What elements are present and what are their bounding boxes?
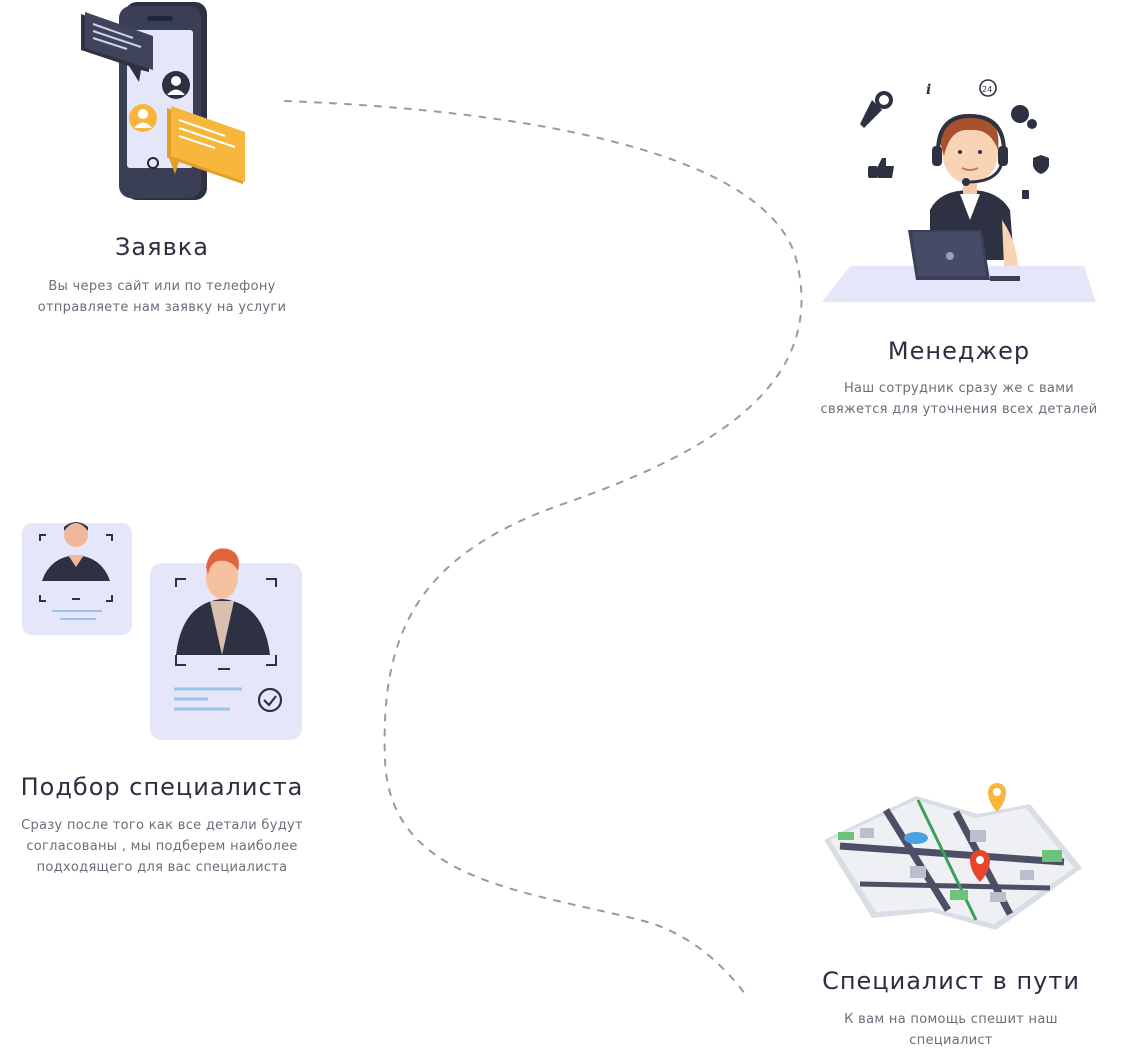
step-description-line: Наш сотрудник сразу же с вами [843,381,1075,396]
step-description-line: подходящего для вас специалиста [36,860,288,875]
candidate-profiles-icon [22,522,302,740]
phone-chat-icon [81,2,245,200]
step-title: Заявка [115,233,209,261]
step-title: Менеджер [887,337,1031,365]
support-agent-icon: i 24 [822,79,1096,302]
svg-text:i: i [926,82,931,98]
city-map-icon [824,783,1082,930]
step-description-line: отправляете нам заявку на услуги [37,300,287,315]
step-on-the-way: Специалист в пути К вам на помощь спешит… [790,780,1121,1051]
step-description-line: Сразу после того как все детали будут [21,818,303,833]
step-description: К вам на помощь спешит наш специалист [790,1009,1112,1051]
step-description-line: согласованы , мы подберем наиболее [26,839,298,854]
step-description-line: Вы через сайт или по телефону [48,279,276,294]
step-request: Заявка Вы через сайт или по телефону отп… [0,0,330,330]
step-description-line: свяжется для уточнения всех деталей [820,402,1098,417]
step-title: Специалист в пути [822,967,1080,995]
step-description: Вы через сайт или по телефону отправляет… [0,276,324,318]
24-hours-icon: 24 [982,85,992,94]
step-manager: i 24 Менеджер Наш сотрудник сразу же с в… [800,70,1121,430]
step-description-line: специалист [909,1033,993,1048]
step-title: Подбор специалиста [20,773,304,801]
step-description: Сразу после того как все детали будут со… [0,815,324,878]
step-description: Наш сотрудник сразу же с вами свяжется д… [800,378,1118,420]
step-description-line: К вам на помощь спешит наш [844,1012,1058,1027]
step-selection: Подбор специалиста Сразу после того как … [0,515,330,885]
